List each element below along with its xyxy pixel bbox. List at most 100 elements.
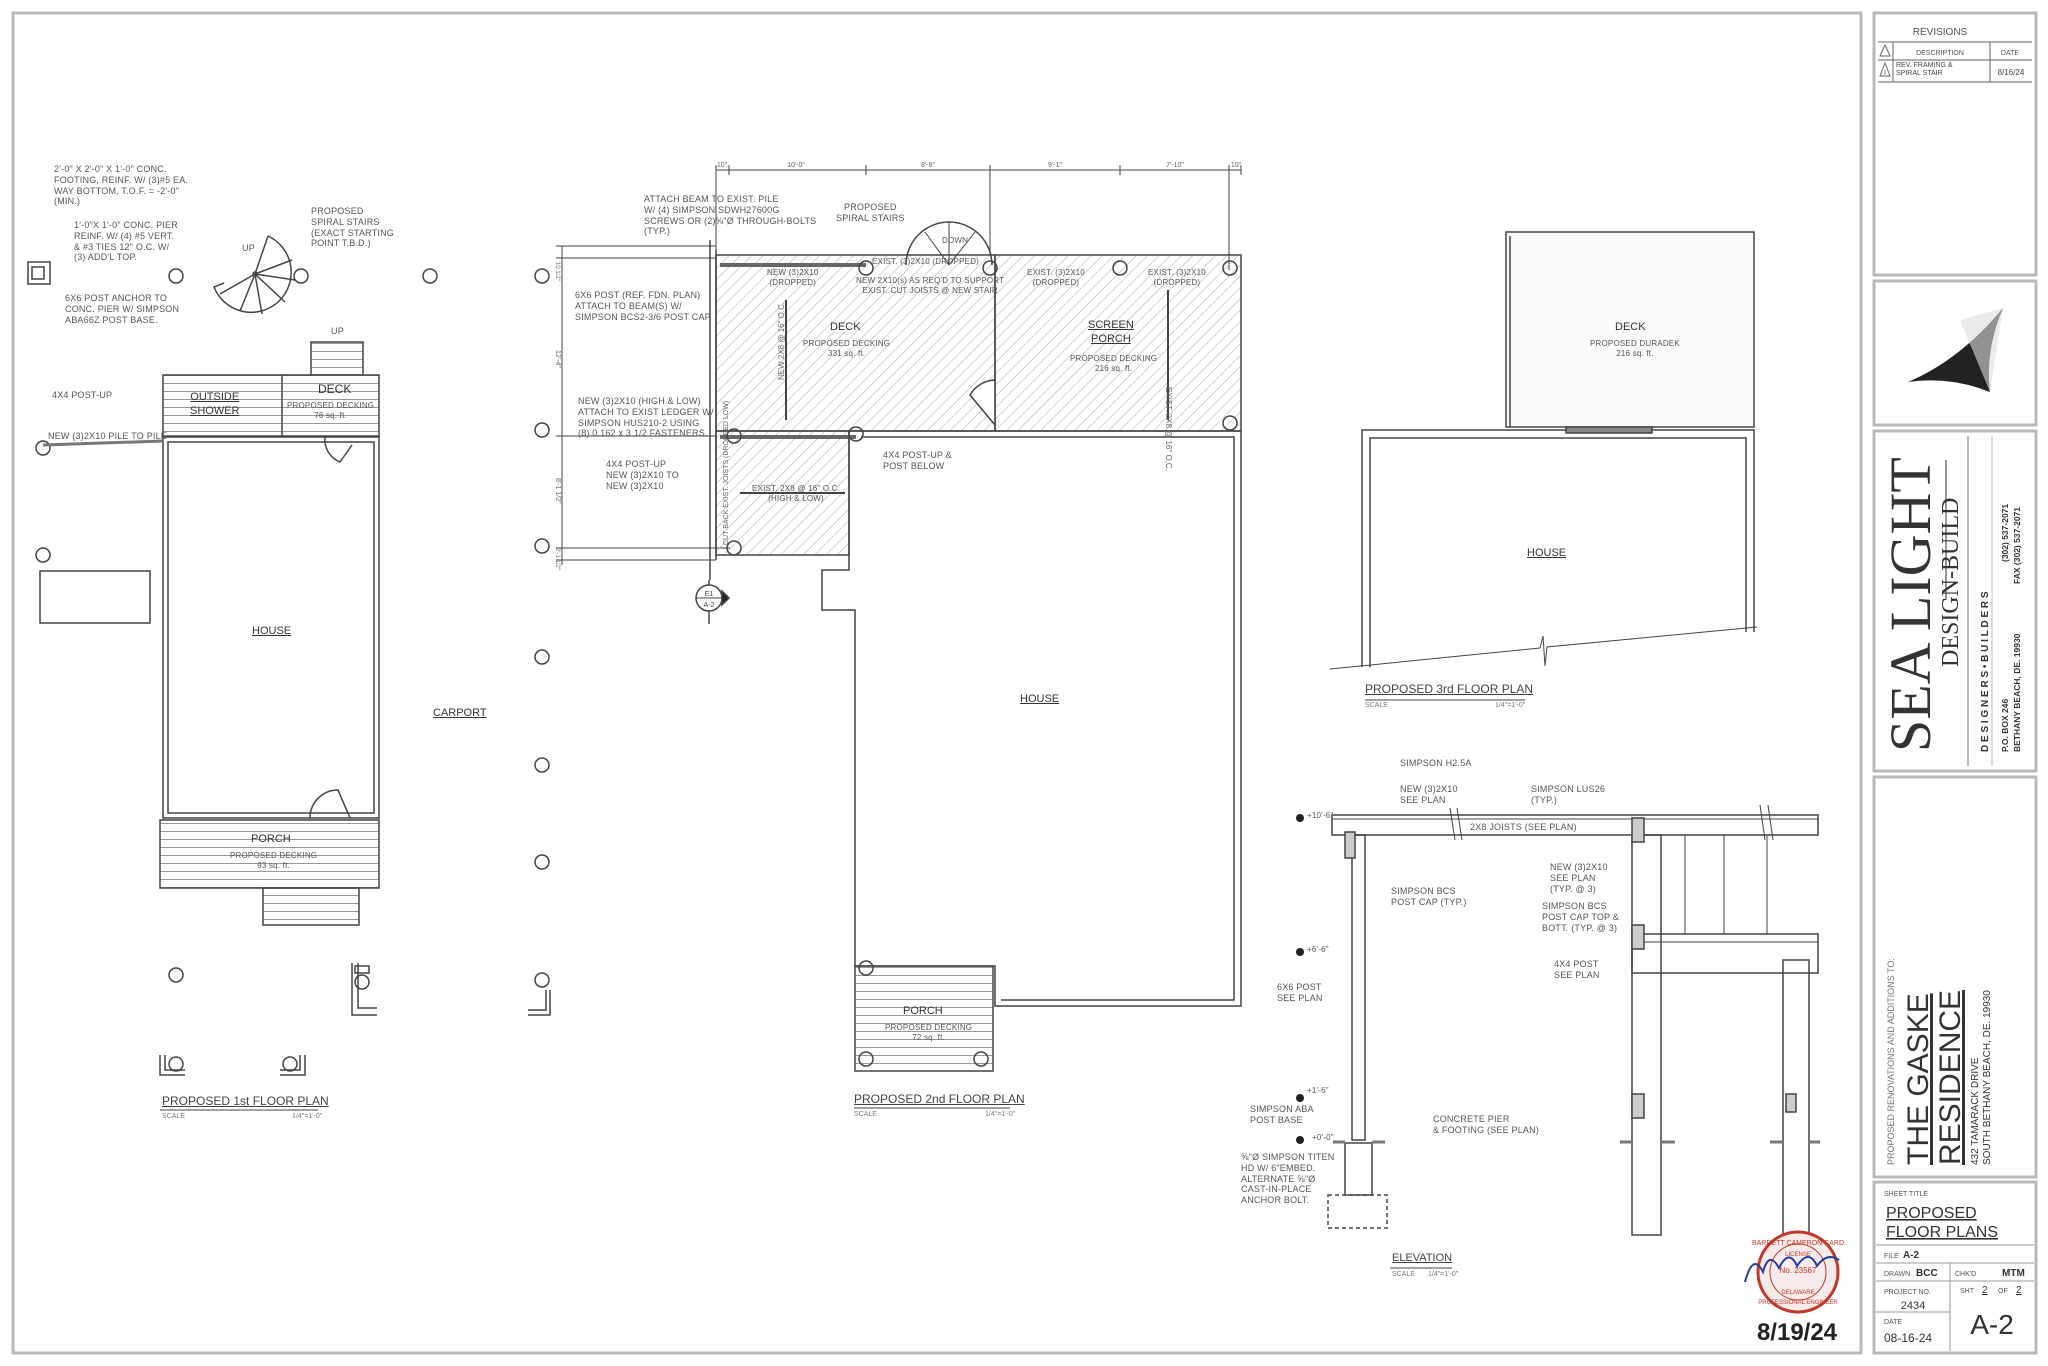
note-6x6-post-elev: 6X6 POST SEE PLAN: [1277, 982, 1323, 1003]
note-new-support: NEW 2X10(s) AS REQ'D TO SUPPORT EXIST. C…: [856, 276, 1005, 295]
scale-2nd: 1/4"=1'-0": [985, 1111, 1016, 1118]
of-value: 2: [2016, 1285, 2022, 1296]
porch-2nd-info: PROPOSED DECKING 72 sq. ft.: [885, 1023, 973, 1042]
firm-name: SEA LIGHT: [1878, 457, 1943, 752]
project-city: SOUTH BETHANY BEACH, DE. 19930: [1982, 990, 1993, 1165]
drawn-value: BCC: [1916, 1268, 1938, 1279]
note-spiral-stairs-2nd: PROPOSED SPIRAL STAIRS: [836, 202, 905, 223]
note-joists: 2X8 JOISTS (SEE PLAN): [1470, 822, 1577, 832]
engineer-seal: BARRETT CAMERON CARD LICENSE No. 23567 D…: [1744, 1230, 1844, 1314]
checked-label: CHK'D: [1955, 1271, 1976, 1278]
label-deck-1st: DECK: [318, 382, 352, 396]
dim-left-3: 8'-1 1/2": [554, 478, 561, 504]
footing-detail: [27, 261, 51, 285]
revisions-title: REVISIONS: [1913, 27, 1968, 38]
of-label: OF: [1998, 1288, 2008, 1295]
scale-label-1st: SCALE: [162, 1113, 185, 1120]
spiral-stair-1st: [213, 235, 296, 315]
sheet-title-1: PROPOSED: [1886, 1205, 1977, 1222]
sht-label: SHT: [1960, 1288, 1975, 1295]
signature: [1744, 1256, 1840, 1283]
level-10-6: +10'-6": [1307, 811, 1334, 820]
deck-3rd-info: PROPOSED DURADEK 216 sq. ft.: [1590, 339, 1680, 358]
deck-3rd-floor: [1505, 231, 1755, 428]
note-titen: ⅝"Ø SIMPSON TITEN HD W/ 6"EMBED. ALTERNA…: [1241, 1152, 1335, 1206]
note-exist-joists-low: EXIST. 2X8 @ 16" O.C. (HIGH & LOW): [752, 484, 841, 503]
date-label: DATE: [1884, 1319, 1902, 1326]
porch-1st-info: PROPOSED DECKING 93 sq. ft.: [230, 851, 318, 870]
firm-address1: P.O. BOX 246: [2000, 698, 2010, 752]
dim-top-6: 10": [1231, 162, 1242, 169]
note-new-joists: NEW 2X8 @ 16" O.C.: [777, 302, 786, 380]
note-up-stair: UP: [331, 326, 344, 336]
sheet-border: [11, 11, 1863, 1355]
firm-address2: BETHANY BEACH, DE. 19930: [2012, 633, 2022, 752]
porch-steps: [262, 887, 360, 926]
label-deck-3rd: DECK: [1615, 321, 1646, 333]
dim-top-1: 10": [717, 162, 728, 169]
screen-porch-info: PROPOSED DECKING 216 sq. ft.: [1070, 354, 1158, 373]
note-h25a: SIMPSON H2.5A: [1400, 758, 1472, 768]
sheet-number: A-2: [1970, 1309, 2014, 1340]
note-pile: NEW (3)2X10 PILE TO PILE: [48, 431, 168, 441]
firm-tagline: D E S I G N E R S • B U I L D E R S: [1980, 591, 1991, 752]
project-no-label: PROJECT NO.: [1884, 1289, 1931, 1296]
note-pier: 1'-0"X 1'-0" CONC. PIER REINF. W/ (4) #5…: [74, 220, 178, 263]
title-elevation: ELEVATION: [1392, 1252, 1453, 1264]
logo-box: [1872, 279, 2038, 427]
note-attach-beam: ATTACH BEAM TO EXIST. PILE W/ (4) SIMPSO…: [644, 194, 817, 237]
revision-1-triangle-icon: [1879, 61, 1891, 77]
porch-2nd-floor: [854, 965, 994, 1072]
elevation-lower-beam: [1631, 933, 1819, 974]
note-4x4-post: 4X4 POST SEE PLAN: [1554, 959, 1600, 980]
section-marker-bottom: A-2: [704, 602, 715, 609]
sheet-title-label: SHEET TITLE: [1884, 1191, 1928, 1198]
outside-shower-deck-area: [162, 374, 380, 437]
note-new-dropped: NEW (3)2X10 (DROPPED): [767, 268, 819, 287]
dim-top-4: 9'-1": [1048, 162, 1062, 169]
label-porch-2nd: PORCH: [903, 1005, 943, 1017]
firm-fax: FAX (302) 537-2071: [2012, 507, 2022, 584]
svg-text:DELAWARE: DELAWARE: [1781, 1290, 1814, 1296]
elevation-6x6-post: [1351, 834, 1366, 1141]
note-post-anchor: 6X6 POST ANCHOR TO CONC. PIER W/ SIMPSON…: [65, 293, 180, 325]
firm-subname: DESIGN-BUILD: [1938, 498, 1964, 667]
scale-label-3rd: SCALE: [1365, 702, 1388, 709]
label-screen-porch: SCREEN PORCH: [1088, 319, 1134, 346]
revisions-box: [1872, 11, 2038, 277]
level-6-6: +6'-6": [1307, 945, 1329, 954]
project-box: [1872, 775, 2038, 1179]
note-bcs: SIMPSON BCS POST CAP (TYP.): [1391, 886, 1467, 907]
revision-date: 8/16/24: [1998, 68, 2025, 77]
scale-label-2nd: SCALE: [854, 1111, 877, 1118]
dim-left-4: 2'-1 1/2": [554, 548, 560, 570]
sheet-info-box: [1872, 1180, 2038, 1355]
note-6x6-post: 6X6 POST (REF. FDN. PLAN) ATTACH TO BEAM…: [575, 290, 711, 322]
level-0-0: +0'-0": [1312, 1133, 1334, 1142]
svg-text:LICENSE: LICENSE: [1785, 1252, 1811, 1258]
label-house-1st: HOUSE: [252, 625, 292, 637]
sail-logo-icon: [1908, 308, 2003, 392]
label-outside-shower: OUTSIDE SHOWER: [190, 391, 240, 418]
revision-mark: 1: [1884, 70, 1887, 76]
svg-text:PROFESSIONAL ENGINEER: PROFESSIONAL ENGINEER: [1758, 1300, 1838, 1306]
deck-2nd-info: PROPOSED DECKING 331 sq. ft.: [803, 339, 891, 358]
note-bcs-top-bott: SIMPSON BCS POST CAP TOP & BOTT. (TYP. @…: [1542, 901, 1620, 933]
firm-box: [1872, 429, 2038, 773]
note-lus26: SIMPSON LUS26 (TYP.): [1531, 784, 1606, 805]
deck-1st-info: PROPOSED DECKING 76 sq. ft.: [287, 401, 375, 420]
label-porch-1st: PORCH: [251, 833, 291, 845]
label-deck-2nd: DECK: [830, 321, 861, 333]
level-1-6: +1'-6": [1307, 1086, 1329, 1095]
note-exist-stair: EXIST. (3)2X10 (DROPPED): [872, 257, 980, 266]
checked-value: MTM: [2002, 1268, 2025, 1279]
label-carport: CARPORT: [433, 707, 487, 719]
note-post-up-a: 4X4 POST-UP NEW (3)2X10 TO NEW (3)2X10: [606, 459, 679, 491]
project-no-value: 2434: [1901, 1300, 1925, 1312]
note-down: DOWN: [942, 236, 969, 245]
house-3rd-floor: [1361, 429, 1755, 667]
section-marker-top: E1: [705, 591, 714, 598]
